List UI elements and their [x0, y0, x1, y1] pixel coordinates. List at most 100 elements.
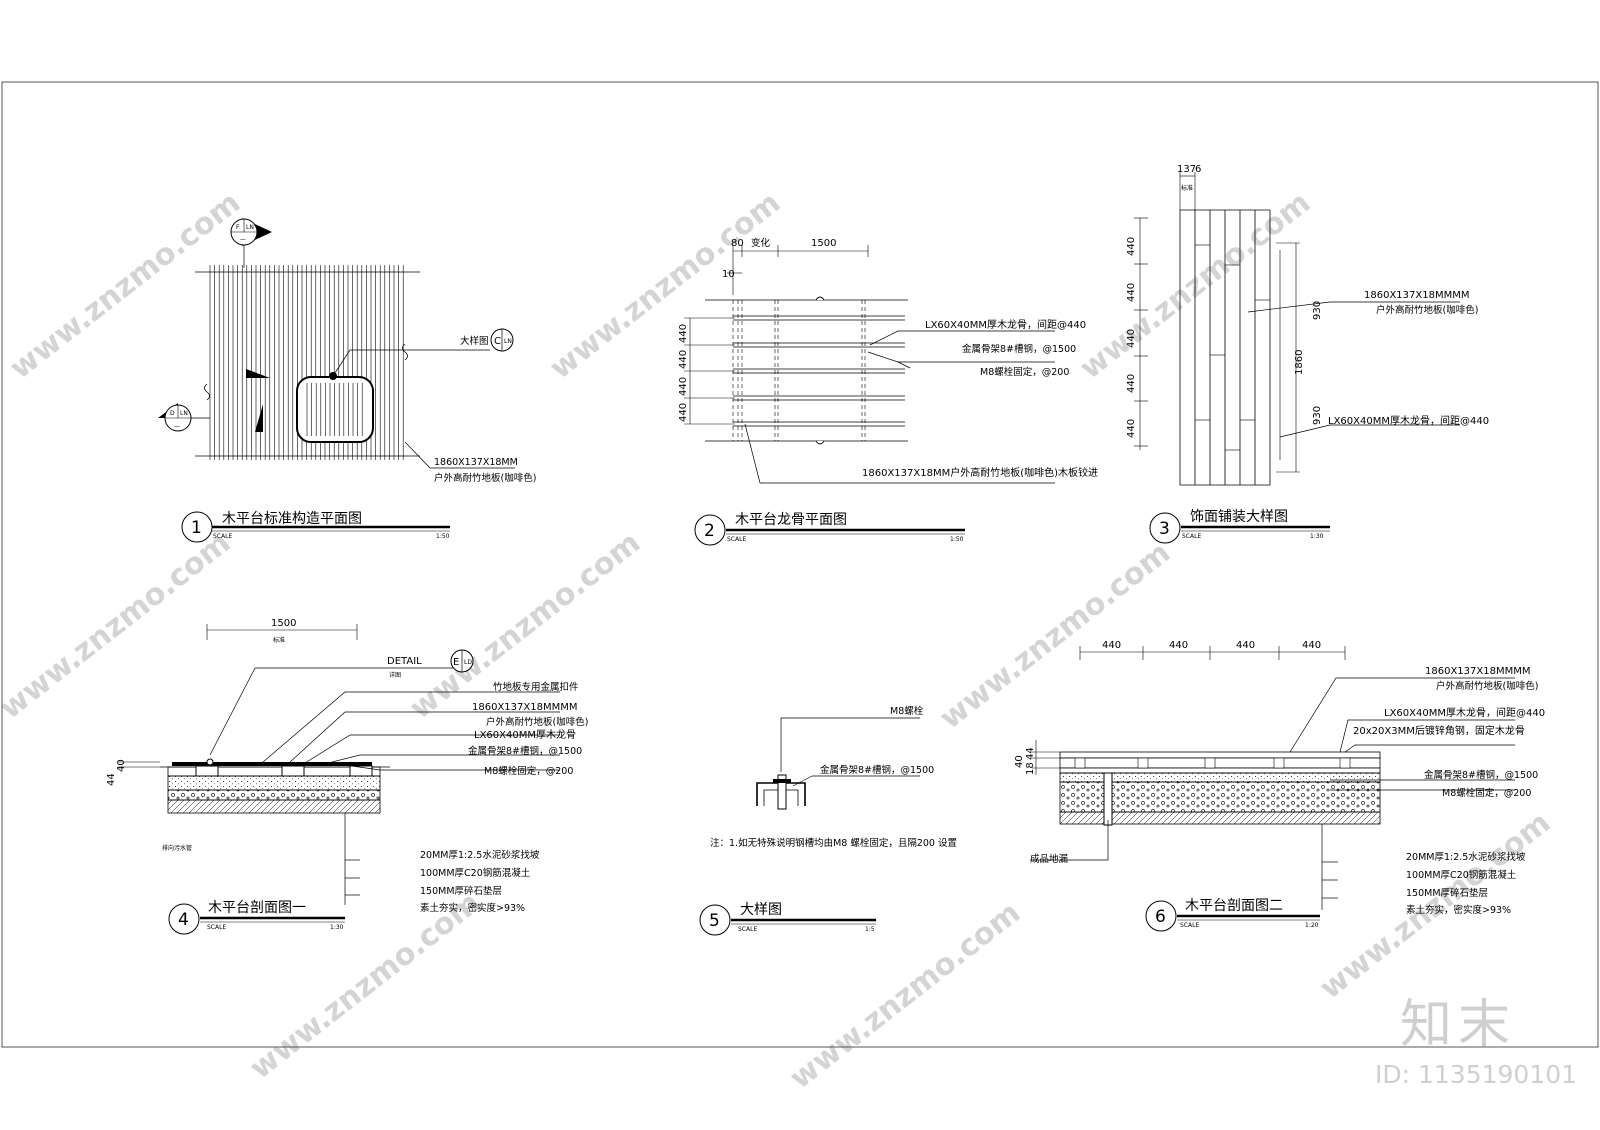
- note-board-spec: 1860X137X18MM: [434, 457, 518, 468]
- note-board-material: 户外高耐竹地板(咖啡色): [1376, 304, 1478, 316]
- note-bolt: M8螺栓: [890, 705, 924, 717]
- note-joist: LX60X40MM厚木龙骨，间距@440: [1328, 414, 1489, 427]
- view-5-bolt-detail: M8螺栓 金属骨架8#槽钢，@1500 注：1.如无特殊说明钢槽均由M8 螺栓固…: [699, 705, 957, 936]
- watermark-text: www.znzmo.com: [933, 535, 1177, 736]
- scale-label: SCALE: [213, 533, 232, 540]
- svg-text:—: —: [240, 236, 246, 243]
- dimension-440: 440: [1302, 640, 1321, 651]
- svg-text:440: 440: [1126, 237, 1137, 256]
- detail-label: 大样图: [460, 335, 489, 347]
- svg-text:—: —: [174, 423, 180, 430]
- joist-block: [1074, 757, 1086, 769]
- dimension-44: 44: [106, 773, 117, 786]
- view-3-paving-detail: 137 6 标准 440 440 440 440 440 930 930 186…: [1126, 164, 1489, 544]
- note-board-material: 户外高耐竹地板(咖啡色): [434, 472, 536, 484]
- dimension-930: 930: [1312, 301, 1323, 320]
- detail-text: DETAIL: [387, 656, 422, 667]
- dimension-440: 440: [678, 324, 689, 343]
- dimension-std: 标准: [273, 636, 285, 644]
- watermark-text: www.znzmo.com: [0, 525, 237, 726]
- note-joist: LX60X40MM厚木龙骨，间距@440: [1384, 706, 1545, 719]
- dimension-change: 变化: [751, 237, 771, 249]
- svg-text:440: 440: [1126, 329, 1137, 348]
- joist-block: [1204, 757, 1216, 769]
- view-number: 2: [704, 521, 715, 541]
- dimension-440: 440: [1169, 640, 1188, 651]
- sheet-border: [1, 81, 1599, 1048]
- note-frame: 金属骨架8#槽钢，@1500: [962, 343, 1076, 355]
- svg-text:LN: LN: [180, 410, 188, 417]
- note-board-spec: 1860X137X18MMMM: [1425, 666, 1530, 677]
- scale-value: 1:50: [436, 533, 450, 540]
- brand-watermark: 知末: [1400, 995, 1517, 1055]
- note-board-material: 户外高耐竹地板(咖啡色): [486, 716, 588, 728]
- view-number: 3: [1159, 519, 1170, 539]
- detail-letter: C: [494, 336, 501, 347]
- dimension-18: 18: [1025, 762, 1036, 775]
- view-title: 饰面铺装大样图: [1190, 509, 1288, 525]
- view-number: 1: [191, 518, 202, 538]
- view-6-section-two: 440 440 440 440 40 44 18: [1014, 640, 1545, 932]
- svg-text:SCALE: SCALE: [727, 536, 746, 543]
- note-board-spec: 1860X137X18MMMM: [1364, 290, 1469, 301]
- view-number: 6: [1155, 907, 1166, 927]
- note-board-material: 户外高耐竹地板(咖啡色): [1436, 680, 1538, 692]
- view-title: 木平台标准构造平面图: [222, 511, 362, 527]
- view-title: 木平台剖面图二: [1185, 898, 1283, 914]
- svg-text:D: D: [170, 410, 175, 417]
- joist-block: [1273, 757, 1285, 769]
- dimension-930: 930: [1312, 406, 1323, 425]
- note-angle: 20x20X3MM后镀锌角钢，固定木龙骨: [1353, 724, 1525, 737]
- dimension-137: 137: [1177, 164, 1196, 175]
- note-frame: 金属骨架8#槽钢，@1500: [820, 764, 934, 776]
- layer-note: 素土夯实，密实度>93%: [420, 902, 525, 914]
- layer-note: 150MM厚碎石垫层: [420, 885, 502, 897]
- view-1-deck-plan: 大样图 C LN F LN — D LN —: [158, 218, 536, 543]
- drain-note: 排向污水管: [162, 844, 192, 852]
- watermark-layer: www.znzmo.com www.znzmo.com www.znzmo.co…: [0, 185, 1557, 1096]
- svg-text:SCALE: SCALE: [738, 926, 757, 933]
- view-4-section-one: 1500 标准 44 40 DETAIL 详图 E LD: [106, 618, 588, 935]
- svg-text:1:20: 1:20: [1305, 922, 1319, 929]
- watermark-text: www.znzmo.com: [3, 185, 247, 386]
- note-bolt: M8螺栓固定，@200: [484, 765, 573, 777]
- view-title: 大样图: [740, 902, 782, 918]
- watermark-text: www.znzmo.com: [403, 525, 647, 726]
- dimension-10: 10: [722, 269, 735, 280]
- note-joist: LX60X40MM厚木龙骨，间距@440: [925, 318, 1086, 331]
- svg-text:440: 440: [1126, 374, 1137, 393]
- note-clip: 竹地板专用金属扣件: [493, 681, 579, 693]
- svg-text:E: E: [453, 657, 459, 668]
- dimension-std: 标准: [1181, 184, 1193, 192]
- dimension-440: 440: [678, 403, 689, 422]
- view-title: 木平台剖面图一: [208, 900, 306, 916]
- layer-note: 150MM厚碎石垫层: [1406, 887, 1488, 899]
- note-board: 1860X137X18MM户外高耐竹地板(咖啡色)木板铰进: [862, 466, 1098, 479]
- svg-text:F: F: [236, 224, 240, 231]
- svg-text:SCALE: SCALE: [207, 924, 226, 931]
- layer-note: 20MM厚1:2.5水泥砂浆找坡: [420, 849, 540, 861]
- svg-text:440: 440: [1126, 283, 1137, 302]
- note-bolt: M8螺栓固定，@200: [980, 366, 1069, 378]
- section-cut-marker-d: D LN —: [158, 403, 210, 432]
- view-title: 木平台龙骨平面图: [735, 512, 847, 528]
- dimension-6: 6: [1195, 164, 1201, 175]
- remark: 注：1.如无特殊说明钢槽均由M8 螺栓固定，且隔200 设置: [710, 837, 957, 849]
- dimension-1500: 1500: [271, 618, 296, 629]
- view-number: 4: [178, 910, 189, 930]
- dimension-440: 440: [678, 350, 689, 369]
- id-watermark: ID: 1135190101: [1375, 1060, 1578, 1089]
- section-cut-marker-f: F LN —: [230, 218, 272, 268]
- dimension-40: 40: [1014, 755, 1025, 768]
- note-board-spec: 1860X137X18MMMM: [472, 702, 577, 713]
- svg-text:1:50: 1:50: [950, 536, 964, 543]
- layer-note: 100MM厚C20钢筋混凝土: [1406, 869, 1517, 881]
- svg-text:SCALE: SCALE: [1182, 533, 1201, 540]
- svg-text:LD: LD: [464, 659, 472, 666]
- note-frame: 金属骨架8#槽钢，@1500: [468, 745, 582, 757]
- layer-note: 素土夯实，密实度>93%: [1406, 904, 1511, 916]
- dimension-40: 40: [116, 759, 127, 772]
- detail-code: LN: [504, 338, 512, 345]
- joist-block: [1137, 757, 1149, 769]
